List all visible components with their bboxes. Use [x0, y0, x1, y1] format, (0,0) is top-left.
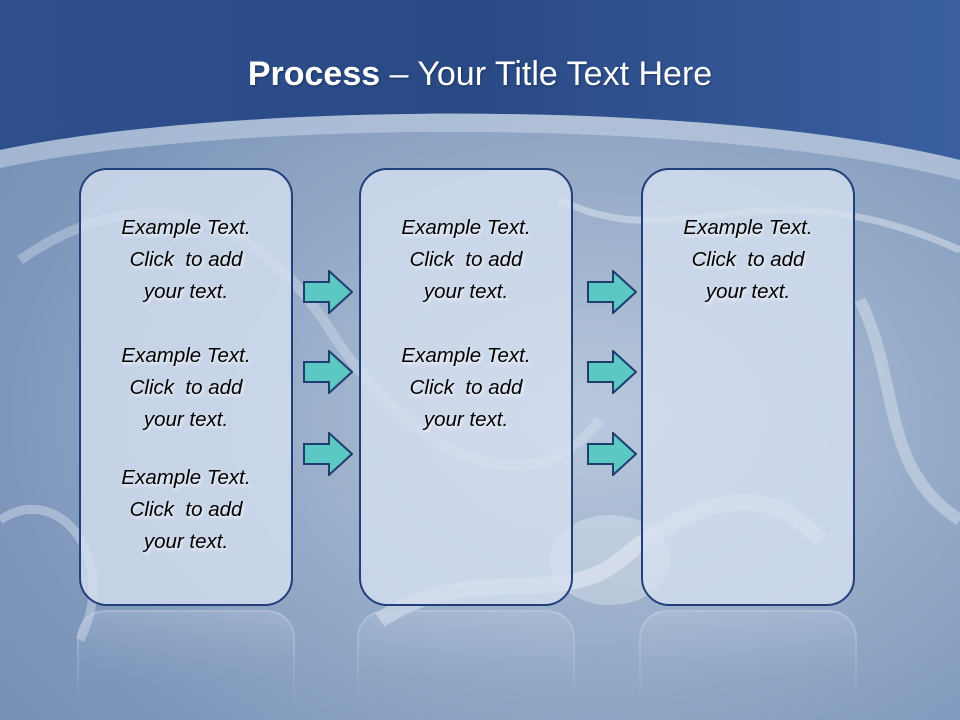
text-line: Click to add — [129, 498, 243, 521]
text-line: your text. — [423, 408, 509, 431]
title-rest-text: – Your Title Text Here — [380, 55, 713, 93]
text-line: Click to add — [409, 248, 523, 271]
process-box-1[interactable]: Example Text. Click to add your text. Ex… — [79, 168, 293, 606]
background-strand — [0, 504, 98, 643]
right-arrow-icon[interactable] — [303, 350, 353, 394]
text-line: Example Text. — [401, 216, 531, 239]
text-line: Example Text. — [121, 344, 251, 367]
text-line: your text. — [143, 280, 229, 303]
title-bold-text: Process — [247, 55, 381, 93]
text-line: your text. — [143, 408, 229, 431]
text-placeholder[interactable]: Example Text. Click to add your text. — [81, 462, 291, 558]
text-line: Example Text. — [683, 216, 813, 239]
background-strand — [854, 297, 960, 526]
box-reflection — [639, 610, 857, 720]
text-placeholder[interactable]: Example Text. Click to add your text. — [361, 340, 571, 436]
text-placeholder[interactable]: Example Text. Click to add your text. — [361, 212, 571, 308]
slide-title[interactable]: Process – Your Title Text Here — [0, 52, 960, 96]
header-band — [0, 0, 960, 160]
right-arrow-icon[interactable] — [587, 270, 637, 314]
text-line: Click to add — [129, 376, 243, 399]
box-reflection — [357, 610, 575, 720]
text-line: your text. — [705, 280, 791, 303]
right-arrow-icon[interactable] — [303, 432, 353, 476]
text-line: your text. — [423, 280, 509, 303]
text-placeholder[interactable]: Example Text. Click to add your text. — [643, 212, 853, 308]
process-box-3[interactable]: Example Text. Click to add your text. — [641, 168, 855, 606]
text-line: Example Text. — [401, 344, 531, 367]
text-placeholder[interactable]: Example Text. Click to add your text. — [81, 340, 291, 436]
right-arrow-icon[interactable] — [587, 432, 637, 476]
right-arrow-icon[interactable] — [587, 350, 637, 394]
text-placeholder[interactable]: Example Text. Click to add your text. — [81, 212, 291, 308]
text-line: Click to add — [129, 248, 243, 271]
box-reflection — [77, 610, 295, 720]
text-line: Example Text. — [121, 466, 251, 489]
text-line: Click to add — [409, 376, 523, 399]
text-line: your text. — [143, 530, 229, 553]
text-line: Example Text. — [121, 216, 251, 239]
right-arrow-icon[interactable] — [303, 270, 353, 314]
text-line: Click to add — [691, 248, 805, 271]
header-highlight — [0, 113, 960, 180]
process-box-2[interactable]: Example Text. Click to add your text. Ex… — [359, 168, 573, 606]
